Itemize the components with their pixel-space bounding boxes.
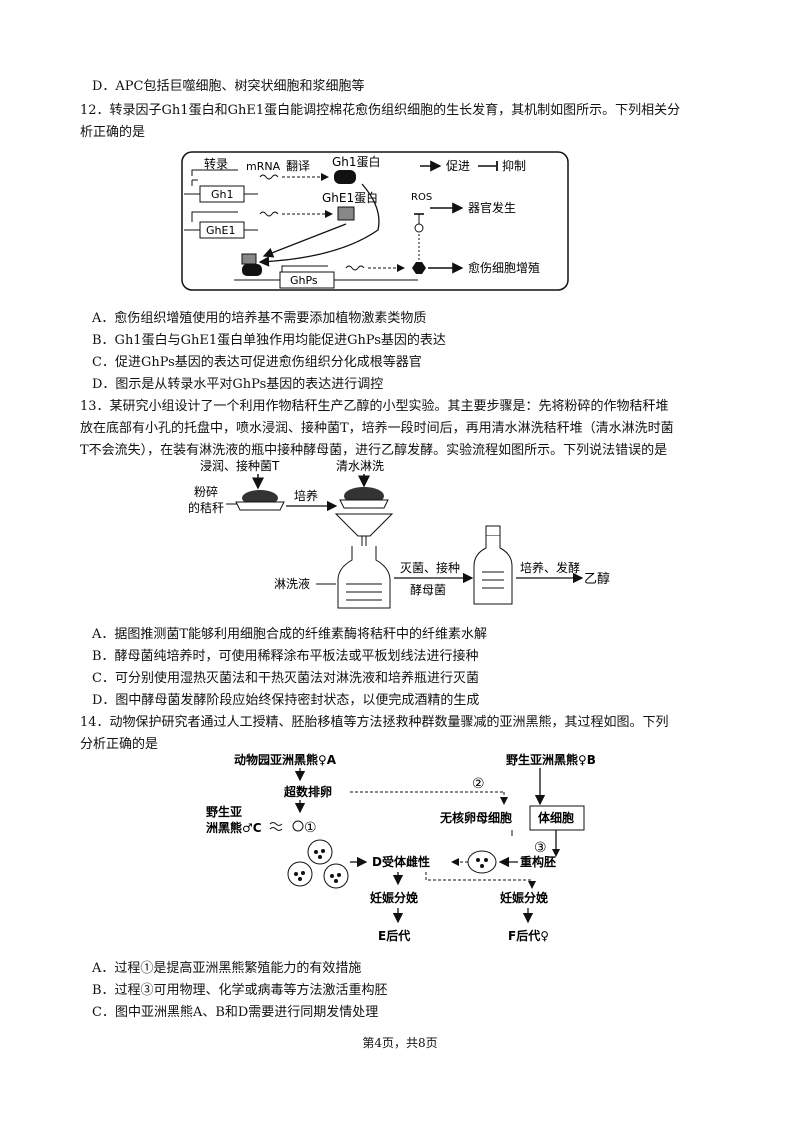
label-gh1-protein: Gh1蛋白 [332, 154, 381, 169]
q13-option-d: D．图中酵母菌发酵阶段应始终保持密封状态，以便完成酒精的生成 [92, 693, 480, 708]
gene-ghe1-label: GhE1 [206, 224, 235, 237]
q12-stem-line2: 析正确的是 [80, 125, 146, 140]
label-ros: ROS [411, 192, 432, 203]
label-offspring-e: E后代 [378, 928, 410, 943]
label-recipient-d: D受体雌性 [372, 854, 430, 869]
q14-option-c: C．图中亚洲黑熊A、B和D需要进行同期发情处理 [92, 1005, 379, 1020]
label-reconstructed-embryo: 重构胚 [520, 854, 556, 869]
q12-option-d: D．图示是从转录水平对GhPs基因的表达进行调控 [92, 377, 384, 392]
label-translation: 翻译 [286, 159, 310, 173]
gene-ghe1 [199, 221, 245, 239]
label-transcription: 转录 [204, 156, 228, 171]
q13-option-c: C．可分别使用湿热灭菌法和干热灭菌法对淋洗液和培养瓶进行灭菌 [92, 671, 479, 686]
ghps-protein-shape [412, 262, 426, 274]
gene-gh1 [199, 185, 245, 203]
q14-option-a: A．过程①是提高亚洲黑熊繁殖能力的有效措施 [92, 961, 362, 976]
q12-stem-line1: 12．转录因子Gh1蛋白和GhE1蛋白能调控棉花愈伤组织细胞的生长发育，其机制如… [80, 103, 681, 118]
label-offspring-f: F后代♀ [508, 928, 549, 943]
q13-option-b: B．酵母菌纯培养时，可使用稀释涂布平板法或平板划线法进行接种 [92, 649, 479, 664]
q13-option-a: A．据图推测菌T能够利用细胞合成的纤维素酶将秸秆中的纤维素水解 [92, 627, 488, 642]
q13-ethanol-process-diagram: 浸润、接种菌T 清水淋洗 粉碎 的秸秆 培养 淋洗液 灭菌、接种 酵母菌 [188, 458, 610, 609]
ghe1-protein-shape [337, 206, 355, 221]
q14-bear-rescue-diagram: 动物园亚洲黑熊♀A 野生亚洲黑熊♀B 超数排卵 ② 野生亚 洲黑熊♂C ① 无核… [206, 752, 596, 943]
legend-promote: 促进 [446, 159, 470, 173]
q13-stem-line2: 放在底部有小孔的托盘中，喷水浸润、接种菌T，培养一段时间后，再用清水淋洗秸秆堆（… [80, 421, 674, 436]
label-sterilize-1: 灭菌、接种 [400, 560, 460, 575]
label-water-rinse: 清水淋洗 [336, 459, 384, 473]
label-ghe1-protein: GhE1蛋白 [322, 190, 378, 205]
label-pregnancy-2: 妊娠分娩 [500, 890, 548, 905]
label-callus-proliferation: 愈伤细胞增殖 [468, 260, 540, 275]
label-crushed-2: 的秸秆 [188, 500, 224, 515]
gene-ghps-label: GhPs [290, 274, 318, 287]
label-mrna: mRNA [246, 160, 281, 173]
label-ethanol: 乙醇 [584, 571, 610, 587]
label-wild-bear-c-2: 洲黑熊♂C [206, 820, 262, 835]
q12-mechanism-diagram: 促进 抑制 转录 mRNA 翻译 Gh1蛋白 Gh1 GhE1蛋白 GhE1 [181, 151, 569, 291]
label-enucleated-oocyte: 无核卵母细胞 [439, 810, 512, 825]
label-organogenesis: 器官发生 [468, 200, 516, 215]
q14-stem-line2: 分析正确的是 [80, 737, 159, 752]
label-crushed-1: 粉碎 [194, 484, 218, 499]
label-step-3: ③ [534, 840, 547, 856]
q12-option-a: A．愈伤组织增殖使用的培养基不需要添加植物激素类物质 [92, 311, 427, 326]
gene-ghps [279, 271, 335, 289]
label-zoo-bear-a: 动物园亚洲黑熊♀A [234, 752, 337, 767]
q13-stem-line1: 13．某研究小组设计了一个利用作物秸秆生产乙醇的小型实验。其主要步骤是：先将粉碎… [80, 399, 669, 414]
label-culture: 培养 [294, 488, 318, 503]
gh1-protein-shape [334, 170, 356, 184]
q14-option-b: B．过程③可用物理、化学或病毒等方法激活重构胚 [92, 983, 388, 998]
label-soak-inoculate: 浸润、接种菌T [200, 458, 280, 473]
q11-option-d: D．APC包括巨噬细胞、树突状细胞和浆细胞等 [92, 79, 365, 94]
label-sterilize-2: 酵母菌 [410, 583, 446, 597]
q14-stem-line1: 14．动物保护研究者通过人工授精、胚胎移植等方法拯救种群数量骤减的亚洲黑熊，其过… [80, 715, 669, 730]
label-ferment: 培养、发酵 [520, 560, 580, 575]
label-step-2: ② [472, 776, 485, 792]
label-somatic-cell: 体细胞 [538, 810, 574, 825]
label-superovulation: 超数排卵 [283, 784, 332, 799]
q13-stem-line3: T不会流失），在装有淋洗液的瓶中接种酵母菌，进行乙醇发酵。实验流程如图所示。下列… [80, 443, 668, 458]
q12-option-c: C．促进GhPs基因的表达可促进愈伤组织分化成根等器官 [92, 355, 422, 370]
page-footer: 第4页，共8页 [362, 1036, 438, 1050]
label-rinse-liquid: 淋洗液 [274, 576, 310, 591]
label-wild-bear-c-1: 野生亚 [206, 804, 242, 819]
label-wild-bear-b: 野生亚洲黑熊♀B [506, 752, 596, 767]
q12-option-b: B．Gh1蛋白与GhE1蛋白单独作用均能促进GhPs基因的表达 [92, 333, 446, 348]
legend-inhibit: 抑制 [502, 158, 526, 173]
gene-gh1-label: Gh1 [211, 188, 234, 201]
label-pregnancy-1: 妊娠分娩 [370, 890, 418, 905]
label-step-1: ① [304, 820, 317, 836]
